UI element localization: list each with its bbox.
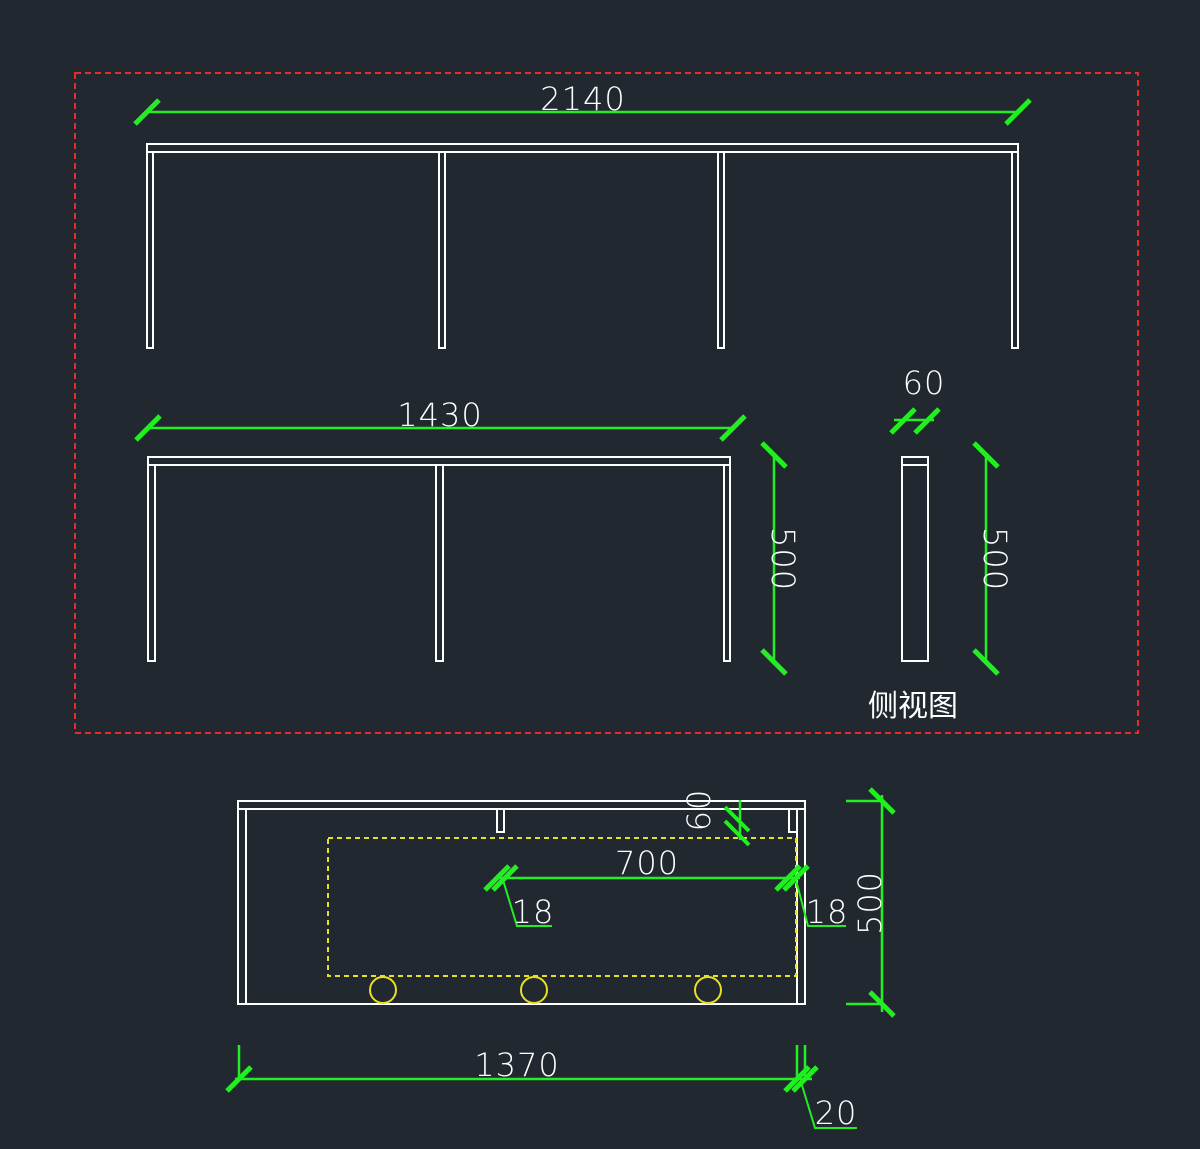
dimension-plan-height-label: 500 <box>851 871 889 935</box>
side-view-caption: 侧视图 <box>868 689 958 724</box>
dimension-side-width <box>889 407 941 435</box>
dimension-middle-height-label: 500 <box>764 527 802 591</box>
selection-frame <box>74 72 1139 734</box>
dimension-plan-inner-width-label: 700 <box>615 844 679 882</box>
dimension-plan-inner-width <box>483 864 810 892</box>
dimension-middle-height <box>760 441 788 676</box>
plan-caster-wheels <box>369 976 722 1004</box>
plan-view <box>237 800 806 1005</box>
dimension-side-height-label: 500 <box>976 527 1014 591</box>
dimension-plan-width-label: 1370 <box>474 1046 559 1084</box>
leader-left-offset <box>502 879 552 927</box>
dimension-plan-small-depth-label: 60 <box>680 789 718 832</box>
dimension-top-width <box>133 98 1032 126</box>
dimension-plan-small-depth <box>723 800 751 847</box>
dimension-side-height <box>972 441 1000 676</box>
side-view <box>901 456 929 662</box>
leader-right-offset <box>795 879 846 927</box>
plan-hidden-outline <box>327 837 797 977</box>
leader-edge-width <box>800 1081 857 1129</box>
dimension-top-width-label: 2140 <box>540 80 625 118</box>
dimension-side-width-label: 60 <box>903 364 946 402</box>
dimension-middle-width-label: 1430 <box>397 396 482 434</box>
dimension-middle-width <box>134 414 747 442</box>
dimension-plan-width <box>225 1045 819 1093</box>
dimension-plan-height <box>846 787 896 1018</box>
front-elevation-short <box>147 456 731 662</box>
dimension-plan-right-offset-label: 18 <box>806 893 849 931</box>
dimension-plan-edge-label: 20 <box>815 1094 858 1132</box>
front-elevation-long <box>146 143 1019 349</box>
dimension-plan-left-offset-label: 18 <box>512 893 555 931</box>
